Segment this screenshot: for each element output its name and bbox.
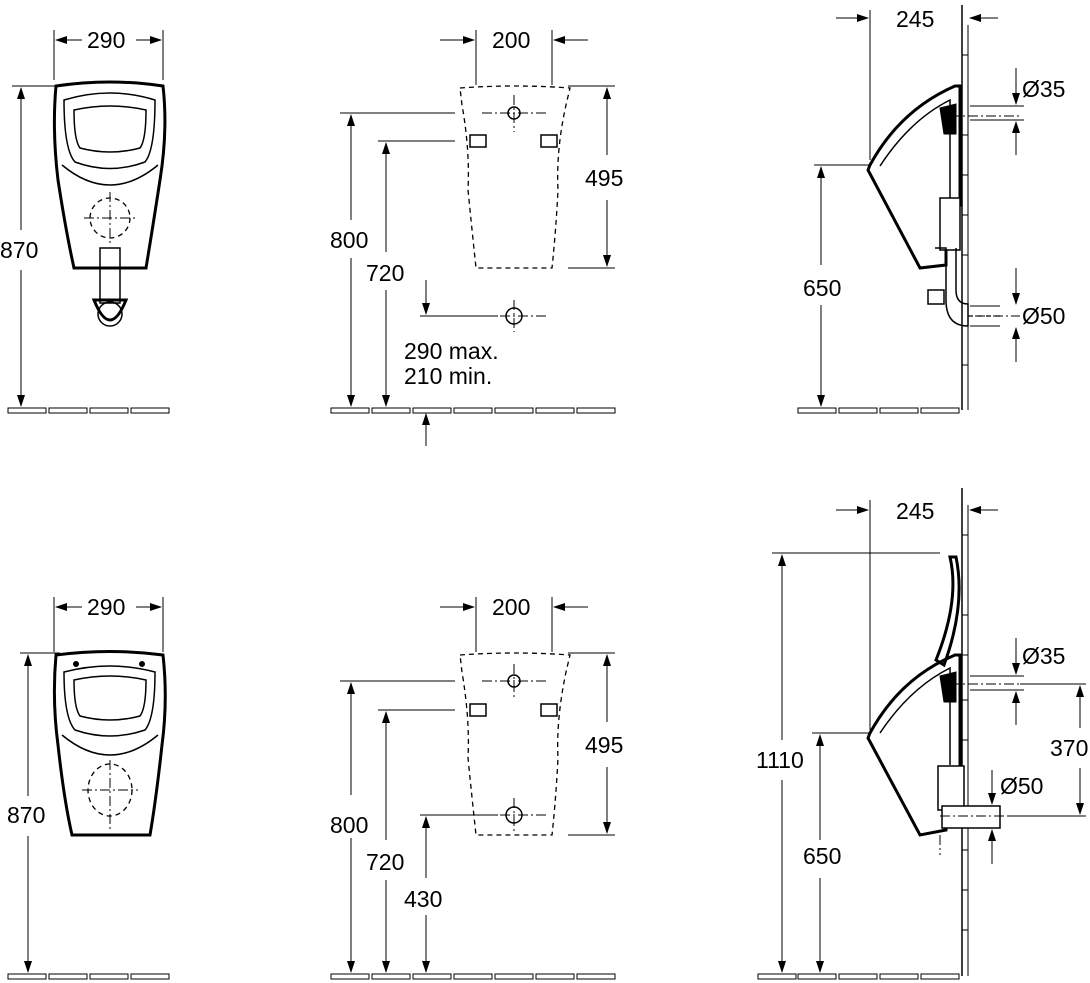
urinal-footprint [459, 85, 571, 332]
inlet-label: Ø35 [1022, 76, 1065, 102]
fixing-height-label: 720 [366, 260, 404, 286]
outlet-height-dimension: 430 [404, 814, 498, 973]
height-dimension: 870 [7, 652, 60, 973]
total-height-dimension: 800 [330, 680, 455, 973]
outlet-height-label: 430 [404, 886, 442, 912]
fixing-height-label: 720 [366, 849, 404, 875]
fixing-spacing-label: 200 [492, 594, 530, 620]
width-dimension: 290 [53, 594, 164, 652]
total-height-dimension: 800 [330, 112, 455, 407]
outlet-min-label: 210 min. [404, 363, 492, 389]
bottom-side-view: 245 1110 650 [756, 488, 1088, 980]
depth-dimension: 245 [836, 498, 998, 730]
inlet-dimension: Ø35 [970, 68, 1065, 155]
outlet-max-label: 290 max. [404, 338, 499, 364]
bowl-height-dimension: 495 [568, 652, 623, 836]
height-label: 870 [7, 802, 45, 828]
urinal-front-outline [52, 650, 167, 837]
floor-line [330, 973, 616, 980]
depth-label: 245 [896, 6, 934, 32]
floor-line [757, 973, 960, 980]
fixing-spacing-dimension: 200 [440, 594, 588, 652]
inlet-label: Ø35 [1022, 643, 1065, 669]
rim-height-label: 650 [803, 843, 841, 869]
outlet-height-dimension: 290 max. 210 min. [404, 280, 499, 446]
floor-line [330, 407, 616, 414]
urinal-front-outline [52, 80, 167, 327]
top-wall-view: 200 495 800 [330, 27, 623, 446]
floor-line [7, 973, 170, 980]
wall [961, 488, 969, 976]
urinal-side-profile [866, 84, 1020, 327]
outlet-label: Ø50 [1022, 303, 1065, 329]
total-height-label: 800 [330, 227, 368, 253]
fixing-height-dimension: 720 [366, 709, 455, 973]
total-height-label: 1110 [756, 747, 804, 773]
height-label: 870 [0, 237, 38, 263]
top-side-view: 245 Ø35 650 [797, 5, 1065, 414]
depth-dimension: 245 [836, 6, 998, 160]
urinal-footprint [459, 652, 571, 836]
bottom-wall-view: 200 495 800 [330, 594, 623, 980]
width-dimension: 290 [53, 27, 164, 80]
depth-label: 245 [896, 498, 934, 524]
top-front-view: 290 870 [0, 27, 170, 414]
outlet-dimension: Ø50 [988, 770, 1043, 864]
bowl-height-dimension: 495 [568, 85, 623, 269]
inlet-offset-dimension: 370 [1008, 683, 1088, 817]
outlet-dimension: Ø50 [1012, 268, 1065, 362]
bottom-front-view: 290 870 [7, 594, 170, 980]
inlet-offset-label: 370 [1050, 735, 1088, 761]
width-label: 290 [87, 594, 125, 620]
inlet-dimension: Ø35 [970, 638, 1065, 725]
bowl-height-label: 495 [585, 165, 623, 191]
rim-height-dimension: 650 [803, 164, 870, 407]
floor-line [797, 407, 960, 414]
fixing-height-dimension: 720 [366, 140, 455, 407]
wall [961, 5, 969, 410]
total-height-label: 800 [330, 812, 368, 838]
fixing-spacing-dimension: 200 [440, 27, 588, 85]
fixing-spacing-label: 200 [492, 27, 530, 53]
urinal-side-profile [866, 555, 1020, 855]
outlet-label: Ø50 [1000, 773, 1043, 799]
height-dimension: 870 [0, 85, 60, 407]
total-height-dimension: 1110 [756, 552, 940, 973]
bowl-height-label: 495 [585, 732, 623, 758]
rim-height-dimension: 650 [803, 732, 870, 973]
floor-line [7, 407, 170, 414]
rim-height-label: 650 [803, 275, 841, 301]
width-label: 290 [87, 27, 125, 53]
